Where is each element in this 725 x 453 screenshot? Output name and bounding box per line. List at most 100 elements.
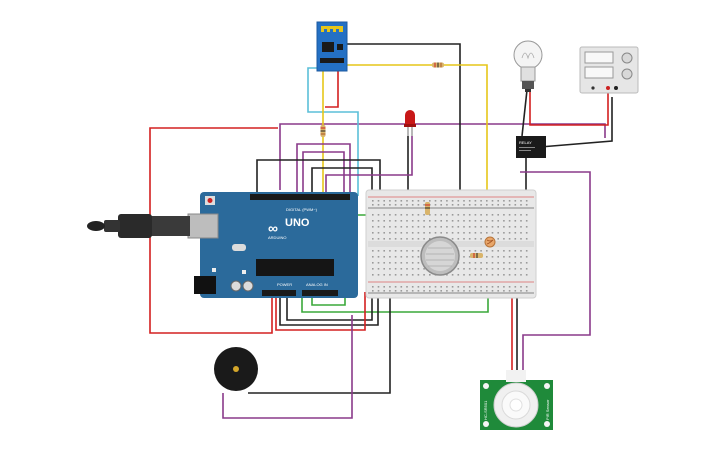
- wire-purple-top[interactable]: [279, 123, 606, 190]
- wire-black-bottom-2[interactable]: [286, 292, 373, 321]
- breadboard-hole: [400, 214, 403, 216]
- breadboard-hole: [508, 250, 511, 252]
- breadboard-hole: [394, 238, 397, 240]
- wire-red-lamp[interactable]: [529, 89, 609, 126]
- breadboard-hole: [457, 286, 460, 288]
- breadboard-hole: [514, 214, 517, 216]
- wire-black-arduino-bb[interactable]: [256, 159, 381, 196]
- power-supply[interactable]: [579, 46, 639, 94]
- power-jack[interactable]: [194, 276, 216, 294]
- breadboard-hole: [406, 250, 408, 252]
- usb-plug-icon[interactable]: [87, 214, 190, 238]
- breadboard-hole: [468, 204, 471, 206]
- breadboard-hole: [525, 220, 528, 222]
- resistor-arduino[interactable]: [320, 125, 326, 137]
- breadboard-hole: [486, 220, 488, 222]
- breadboard-hole: [497, 262, 499, 264]
- breadboard-hole: [383, 238, 385, 240]
- wire-black-relay[interactable]: [539, 97, 613, 148]
- wire-cyan-esp[interactable]: [307, 67, 359, 196]
- buzzer-icon[interactable]: [214, 347, 258, 391]
- breadboard-hole: [525, 256, 528, 258]
- red-led[interactable]: [404, 110, 416, 136]
- breadboard-hole: [474, 290, 477, 292]
- breadboard-hole: [514, 274, 517, 276]
- resistor-esp[interactable]: [432, 62, 444, 68]
- breadboard-hole: [434, 204, 437, 206]
- arduino-uno[interactable]: ∞ UNO ARDUINO DIGITAL (PWM~) POWER ANALO…: [187, 192, 358, 298]
- breadboard-hole: [463, 256, 465, 258]
- breadboard-hole: [383, 262, 385, 264]
- breadboard-hole: [503, 274, 505, 276]
- breadboard-hole: [508, 268, 511, 270]
- breadboard-hole: [400, 262, 403, 264]
- pir-sensor[interactable]: HC-SR501 PIR Sensor: [480, 370, 553, 430]
- breadboard-hole: [411, 290, 414, 292]
- wire-purple-arduino-1[interactable]: [296, 143, 351, 196]
- breadboard-hole: [446, 214, 448, 216]
- breadboard-hole: [411, 232, 414, 234]
- breadboard-hole: [508, 286, 511, 288]
- breadboard-hole: [440, 226, 442, 228]
- breadboard-hole: [411, 262, 414, 264]
- usb-port[interactable]: [187, 213, 219, 239]
- breadboard-hole: [468, 232, 471, 234]
- breadboard-hole: [400, 290, 403, 292]
- wire-black-lamp[interactable]: [521, 89, 528, 137]
- breadboard-hole: [389, 286, 391, 288]
- breadboard-hole: [423, 238, 425, 240]
- breadboard-hole: [463, 274, 465, 276]
- breadboard-hole: [389, 226, 391, 228]
- breadboard-hole: [525, 268, 528, 270]
- breadboard-hole: [411, 214, 414, 216]
- breadboard-hole: [486, 256, 488, 258]
- digital-header[interactable]: [250, 194, 350, 200]
- breadboard-hole: [508, 214, 511, 216]
- breadboard-hole: [383, 204, 385, 206]
- breadboard-hole: [497, 274, 499, 276]
- breadboard-hole: [377, 226, 380, 228]
- breadboard-hole: [520, 274, 522, 276]
- wire-black-arduino-bb-2[interactable]: [311, 167, 373, 196]
- breadboard-hole: [497, 256, 499, 258]
- breadboard-hole: [480, 290, 482, 292]
- wire-yellow-esp[interactable]: [345, 64, 488, 195]
- wire-purple-buzzer[interactable]: [222, 315, 353, 419]
- breadboard-hole: [372, 232, 374, 234]
- breadboard-hole: [468, 226, 471, 228]
- breadboard-hole: [417, 262, 420, 264]
- breadboard-hole: [389, 250, 391, 252]
- wire-black-esp[interactable]: [340, 43, 461, 195]
- breadboard-hole: [514, 238, 517, 240]
- breadboard-hole: [394, 256, 397, 258]
- relay-module[interactable]: RELAY: [516, 136, 546, 158]
- analog-header[interactable]: [302, 290, 338, 296]
- breadboard-hole: [383, 268, 385, 270]
- wire-purple-right[interactable]: [520, 171, 591, 370]
- wire-red-left[interactable]: [149, 127, 278, 334]
- wire-red-bottom[interactable]: [275, 292, 366, 331]
- breadboard-hole: [520, 214, 522, 216]
- breadboard-hole: [525, 238, 528, 240]
- breadboard-hole: [468, 256, 471, 258]
- breadboard-hole: [480, 226, 482, 228]
- breadboard-hole: [451, 286, 454, 288]
- wire-black-buzzer[interactable]: [248, 296, 391, 394]
- wire-purple-arduino-2[interactable]: [302, 151, 345, 196]
- light-bulb-icon[interactable]: [513, 40, 543, 92]
- breadboard-hole: [411, 200, 414, 202]
- power-header[interactable]: [262, 290, 296, 296]
- resistor-bb-2[interactable]: [470, 253, 483, 258]
- wire-black-bottom-1[interactable]: [279, 292, 379, 326]
- wire-red-esp[interactable]: [325, 70, 339, 108]
- wire-purple-led[interactable]: [325, 136, 413, 196]
- breadboard-hole: [417, 274, 420, 276]
- gas-sensor-icon[interactable]: [420, 236, 460, 276]
- breadboard-hole: [394, 286, 397, 288]
- breadboard-hole: [389, 214, 391, 216]
- resistor-bb-1[interactable]: [425, 202, 430, 215]
- breadboard-hole: [491, 214, 494, 216]
- esp8266-module[interactable]: [316, 21, 348, 72]
- photoresistor[interactable]: [484, 236, 496, 248]
